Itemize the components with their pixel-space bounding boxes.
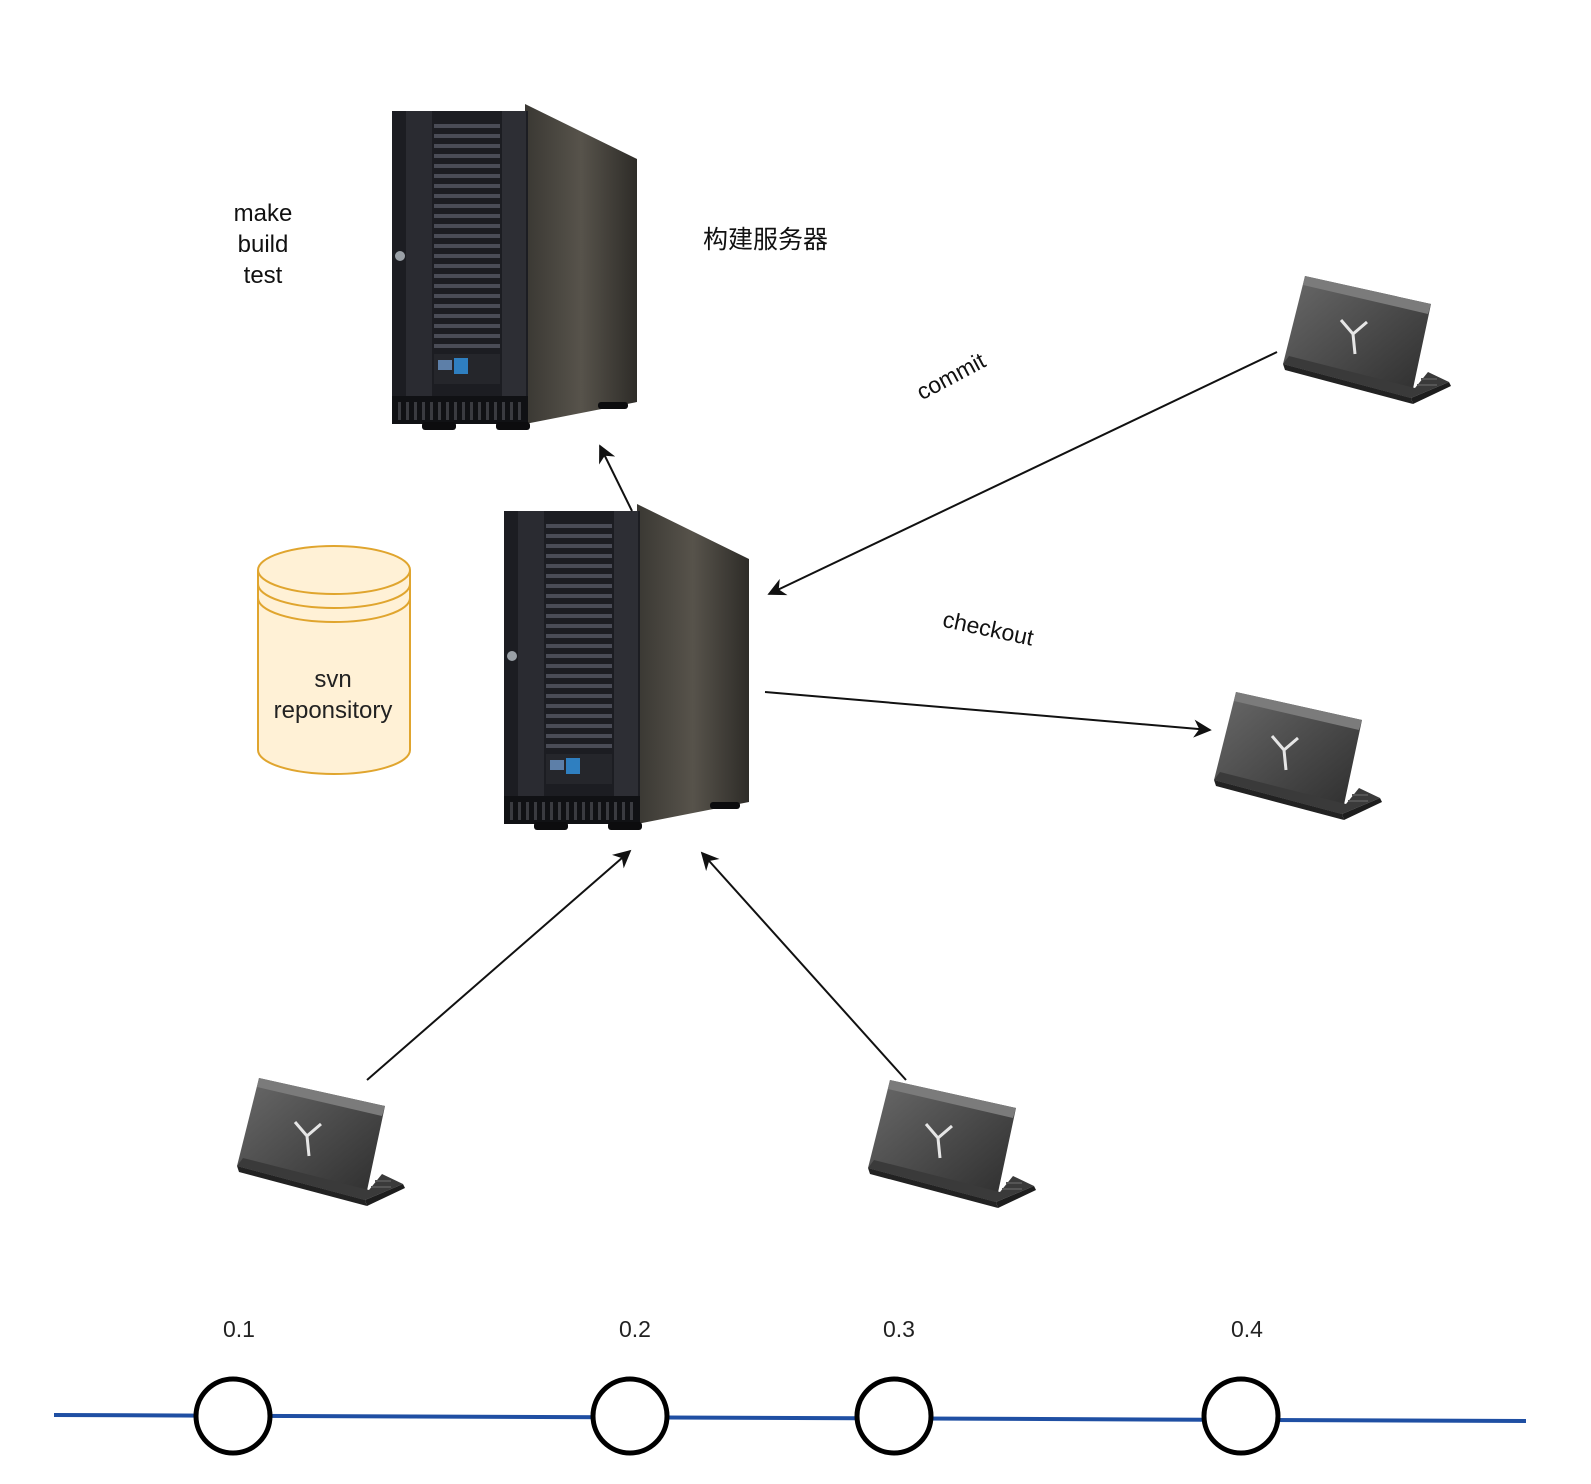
version-label-0-2: 0.2 <box>619 1316 651 1342</box>
repository-label: svn reponsitory <box>255 664 411 726</box>
repository-label-line2: reponsitory <box>273 697 393 724</box>
svn-repository-cylinder <box>257 545 411 775</box>
svn-server-icon <box>504 504 749 830</box>
build-steps-label: make build test <box>218 198 308 291</box>
version-node-0-1 <box>193 1376 273 1456</box>
version-node-0-4 <box>1201 1376 1281 1456</box>
build-step-test: test <box>243 262 283 289</box>
version-node-0-2 <box>590 1376 670 1456</box>
version-node-0-3 <box>854 1376 934 1456</box>
laptop-top-right-icon <box>1281 274 1453 406</box>
edge-commit <box>767 351 1278 596</box>
version-label-0-3: 0.3 <box>883 1316 915 1342</box>
edge-checkout <box>764 691 1212 738</box>
build-server-icon <box>392 104 637 430</box>
build-server-caption: 构建服务器 <box>703 226 829 254</box>
edge-bottom-left-commit <box>366 849 632 1081</box>
laptop-bottom-center-icon <box>866 1078 1038 1210</box>
version-label-0-1: 0.1 <box>223 1316 255 1342</box>
repository-label-line1: svn <box>314 666 352 693</box>
build-step-make: make <box>233 200 293 227</box>
laptop-middle-right-icon <box>1212 690 1384 822</box>
build-step-build: build <box>237 231 289 258</box>
version-label-0-4: 0.4 <box>1231 1316 1263 1342</box>
laptop-bottom-left-icon <box>235 1076 407 1208</box>
edge-bottom-center-commit <box>700 851 907 1081</box>
version-timeline-line <box>53 1413 1527 1423</box>
edge-svn-to-build-server <box>599 444 633 512</box>
